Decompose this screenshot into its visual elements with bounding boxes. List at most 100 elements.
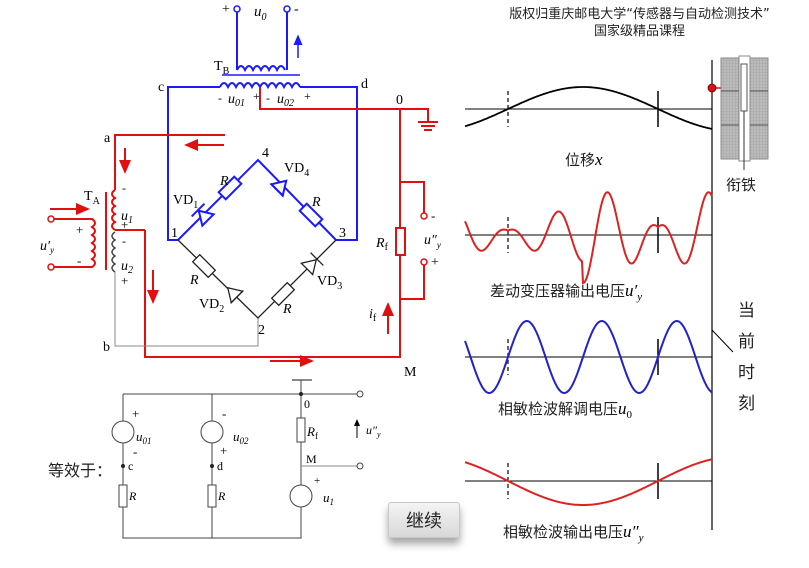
node-0-label: 0 — [396, 93, 403, 108]
svg-text:-: - — [122, 181, 126, 195]
svg-text:当: 当 — [738, 301, 755, 321]
node-d-label: d — [361, 77, 368, 92]
u2-label: u2 — [121, 259, 133, 276]
svg-text:+: + — [220, 443, 227, 458]
svg-text:Rf: Rf — [306, 424, 318, 441]
equivalent-circuit: 0 M Rf u″y + u01 - c R - u02 + d R + u1 … — [48, 379, 381, 539]
uy-dprime-label: u″y — [424, 233, 441, 250]
plot-label-detector-output: 相敏检波输出电压u″y — [503, 522, 644, 544]
resistor-r-upper-left — [217, 175, 243, 201]
svg-text:u02: u02 — [233, 429, 249, 446]
svg-text:-: - — [266, 91, 270, 105]
waveform-curve-2 — [464, 319, 713, 395]
rf-label: Rf — [375, 236, 389, 253]
svg-text:c: c — [128, 459, 133, 473]
plot-label-displacement: 位移x — [565, 150, 603, 169]
svg-text:R: R — [311, 195, 321, 210]
svg-text:-: - — [222, 406, 226, 421]
ta-u2-coil — [111, 231, 117, 273]
node-4-label: 4 — [262, 146, 269, 161]
svg-text:u01: u01 — [136, 429, 152, 446]
eq-r-c — [118, 484, 128, 508]
svg-text:+: + — [304, 89, 311, 103]
node-1-label: 1 — [171, 226, 178, 241]
diode-vd3 — [300, 252, 324, 276]
svg-text:+: + — [76, 222, 83, 237]
svg-text:u″y: u″y — [366, 423, 381, 439]
uy-prime-label: u′y — [40, 239, 54, 255]
waveform-curve-0 — [464, 86, 713, 130]
eq-rf — [296, 417, 306, 443]
svg-text:+: + — [121, 273, 128, 288]
svg-text:前: 前 — [738, 332, 755, 352]
svg-text:+: + — [132, 406, 139, 421]
resistor-r-lower-right — [270, 281, 296, 307]
waveform-curve-3 — [464, 458, 713, 506]
plot-label-demod-voltage: 相敏检波解调电压u0 — [498, 399, 633, 421]
svg-text:u1: u1 — [323, 490, 334, 507]
armature-label: 衔铁 — [726, 176, 756, 194]
eq-r-d — [207, 484, 217, 508]
output-minus-sign: - — [294, 2, 299, 17]
svg-text:-: - — [77, 253, 81, 268]
u01-label: u01 — [228, 92, 245, 109]
svg-text:M: M — [306, 452, 317, 466]
svg-text:时: 时 — [738, 363, 755, 383]
uy-terminal-minus — [420, 212, 428, 220]
svg-text:+: + — [121, 217, 128, 232]
course-title: 版权归重庆邮电大学“传感器与自动检测技术” 国家级精品课程 — [470, 6, 809, 40]
equivalent-label: 等效于： — [48, 461, 112, 480]
svg-text:d: d — [217, 459, 223, 473]
continue-button[interactable]: 继续 — [388, 502, 460, 538]
output-u0-label: u0 — [254, 4, 267, 23]
node-b-label: b — [103, 340, 110, 355]
tb-secondary-coil — [236, 65, 286, 73]
svg-text:R: R — [189, 273, 199, 288]
svg-text:R: R — [217, 489, 226, 503]
eq-terminal-M — [356, 462, 364, 470]
course-title-line1: 版权归重庆邮电大学“传感器与自动检测技术” — [509, 7, 770, 22]
input-terminal-minus — [47, 263, 55, 271]
rf-resistor — [395, 227, 406, 256]
svg-text:-: - — [431, 208, 435, 223]
node-3-label: 3 — [339, 226, 346, 241]
ta-u1-coil — [111, 189, 117, 231]
vd3-label: VD3 — [317, 274, 342, 292]
current-moment-pointer — [711, 329, 734, 353]
waveform-panel: 衔铁 当 前 时 刻 位移x 差动变压器输出电压u′y 相敏检波解调电压u0 相… — [464, 55, 769, 544]
vd4-label: VD4 — [284, 161, 309, 179]
eq-source-u1 — [289, 484, 313, 508]
tb-primary-coil — [219, 82, 301, 90]
plot-label-transformer-output: 差动变压器输出电压u′y — [490, 281, 642, 303]
node-M-label: M — [404, 365, 417, 380]
vd1-label: VD1 — [173, 193, 198, 211]
svg-text:+: + — [431, 255, 439, 270]
output-terminal-plus — [233, 5, 241, 13]
svg-text:-: - — [122, 234, 126, 248]
vd2-label: VD2 — [199, 297, 224, 315]
svg-text:R: R — [128, 489, 137, 503]
course-title-line2: 国家级精品课程 — [593, 24, 685, 39]
svg-text:-: - — [218, 91, 222, 105]
continue-button-label: 继续 — [406, 511, 442, 532]
output-loop: 0 M Rf - + u″y if — [144, 87, 441, 380]
svg-text:R: R — [219, 174, 229, 189]
svg-text:刻: 刻 — [738, 394, 755, 414]
output-plus-sign: + — [222, 2, 230, 17]
if-label: if — [369, 307, 377, 324]
output-terminal-minus — [283, 5, 291, 13]
u02-label: u02 — [277, 92, 294, 109]
ta-primary-coil — [52, 218, 96, 268]
node-2-label: 2 — [258, 323, 265, 338]
resistor-r-upper-right — [298, 202, 324, 228]
svg-text:0: 0 — [304, 397, 310, 411]
svg-text:R: R — [282, 302, 292, 317]
eq-source-u02 — [200, 420, 224, 444]
diode-vd4 — [269, 179, 288, 198]
ta-label: TA — [84, 189, 101, 207]
node-a-label: a — [104, 131, 111, 146]
current-position-marker — [707, 83, 717, 93]
diode-bridge: 1 2 3 4 VD1 VD4 VD2 VD3 R R R R — [171, 146, 346, 338]
eq-terminal-0 — [356, 390, 364, 398]
